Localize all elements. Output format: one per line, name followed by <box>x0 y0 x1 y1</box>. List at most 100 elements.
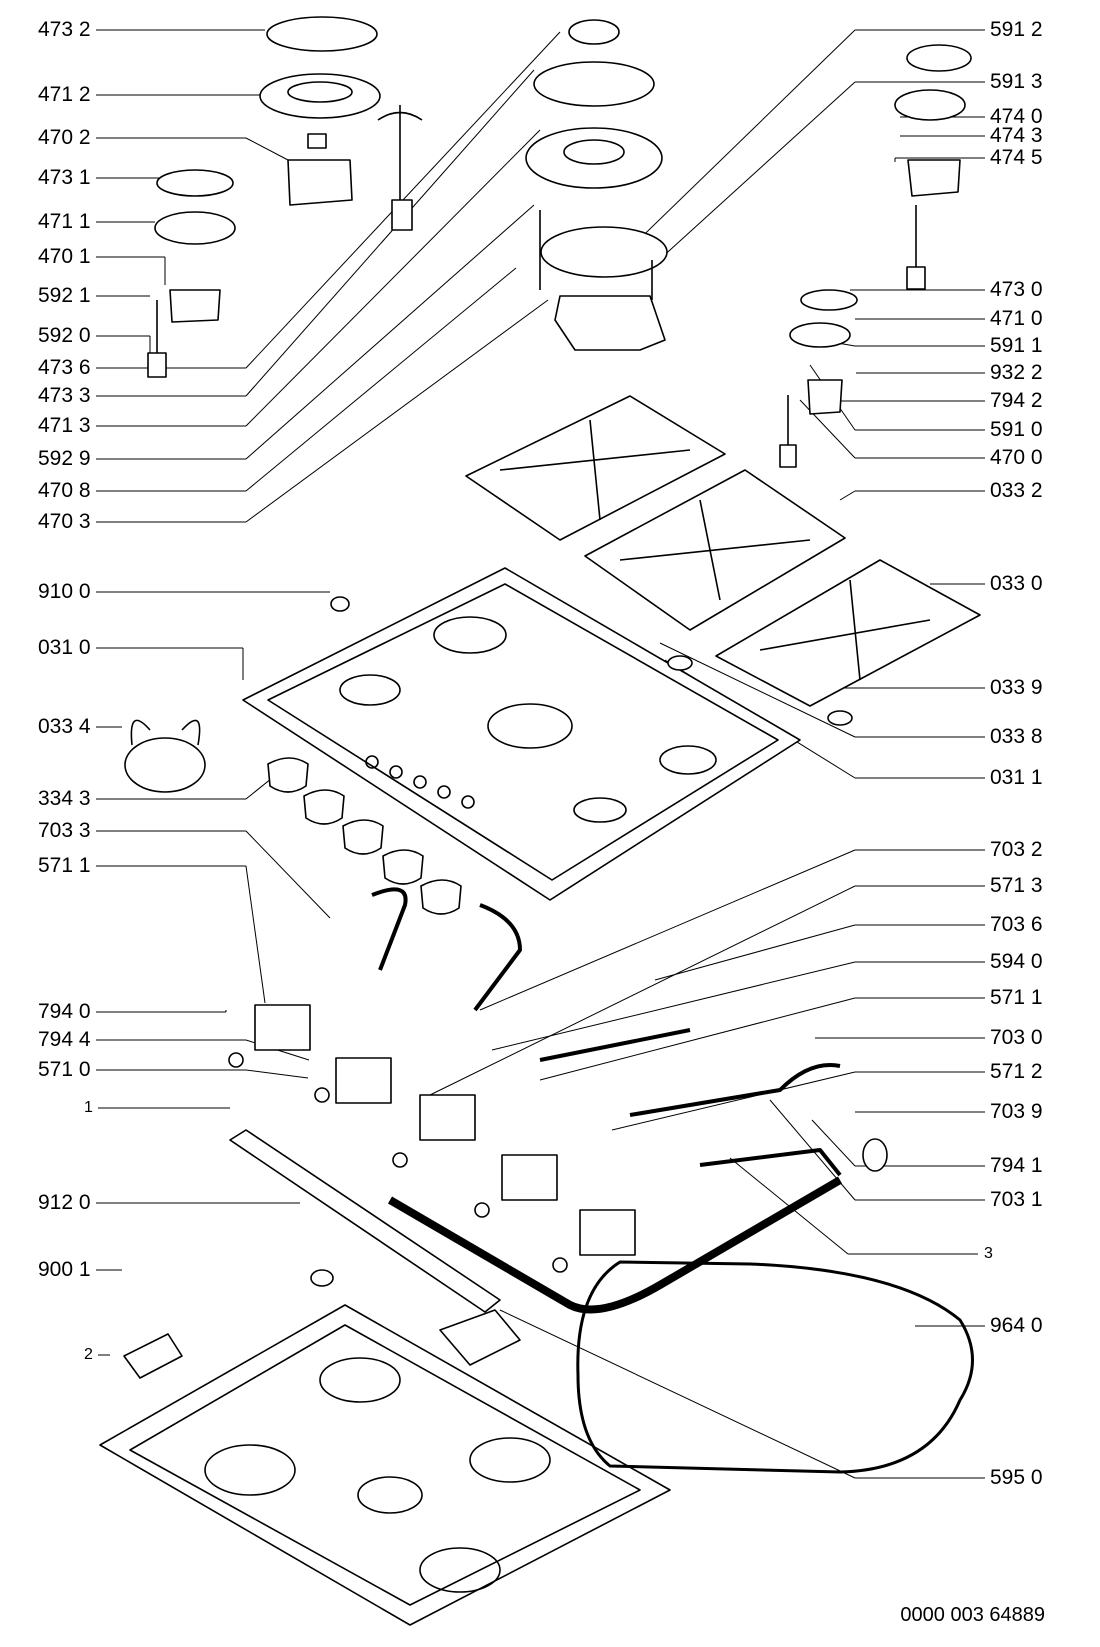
knob-ring-2 <box>827 710 853 726</box>
pan-support-right <box>715 559 981 707</box>
burner-body-small <box>169 289 221 323</box>
part-label: 594 0 <box>990 950 1043 973</box>
leader-line <box>839 490 856 501</box>
hob-burner-hole-1 <box>433 616 507 654</box>
knob-5 <box>420 879 462 915</box>
knob-ring-1 <box>667 655 693 671</box>
part-label: 471 2 <box>38 83 91 106</box>
valve-4 <box>501 1154 558 1201</box>
part-label: 473 6 <box>38 356 91 379</box>
part-label: 571 1 <box>990 986 1043 1009</box>
knob-4 <box>382 849 424 885</box>
part-label: 2 <box>84 1346 93 1363</box>
hose-703-0 <box>629 1063 841 1117</box>
part-label: 592 0 <box>38 324 91 347</box>
burner-body-large <box>287 159 353 206</box>
part-label: 964 0 <box>990 1314 1043 1337</box>
cap-right-mid <box>800 289 858 311</box>
part-label: 571 1 <box>38 854 91 877</box>
part-label: 595 0 <box>990 1466 1043 1489</box>
leader-line <box>245 69 535 397</box>
part-label: 031 1 <box>990 766 1043 789</box>
part-label: 473 2 <box>38 18 91 41</box>
clamp-900 <box>123 1333 183 1379</box>
leader-line <box>654 924 856 981</box>
part-label: 703 2 <box>990 838 1043 861</box>
burner-cap-large <box>266 16 378 52</box>
part-label: 703 9 <box>990 1100 1043 1123</box>
part-label: 571 0 <box>38 1058 91 1081</box>
part-label: 794 0 <box>38 1000 91 1023</box>
part-label: 571 2 <box>990 1060 1043 1083</box>
hose-703-6 <box>539 1028 691 1062</box>
burner-crown-large <box>259 73 381 119</box>
plug-right-mid <box>779 444 797 468</box>
leader-line <box>245 267 517 492</box>
part-label: 473 1 <box>38 166 91 189</box>
igniter-centre <box>539 210 653 300</box>
part-label: 470 2 <box>38 126 91 149</box>
knob-3 <box>342 819 384 855</box>
part-label: 470 0 <box>990 446 1043 469</box>
part-label: 912 0 <box>38 1191 91 1214</box>
leader-lines <box>96 29 985 1479</box>
leader-line <box>499 1309 856 1479</box>
gas-pipe-3 <box>387 1176 843 1314</box>
leader-line <box>647 81 856 271</box>
valve-1 <box>254 1004 311 1051</box>
part-label: 3 <box>984 1245 993 1262</box>
crown-right-top <box>894 89 966 121</box>
elbow-703-9 <box>862 1138 888 1172</box>
part-label: 794 1 <box>990 1154 1043 1177</box>
hob-parts-drawing <box>99 16 981 1626</box>
burner-cap-small <box>156 169 234 197</box>
part-label: 591 1 <box>990 334 1043 357</box>
valve-5 <box>579 1209 636 1256</box>
screw-912 <box>310 1269 334 1287</box>
leader-line <box>811 1119 856 1167</box>
part-label: 033 2 <box>990 479 1043 502</box>
valve-3 <box>419 1094 476 1141</box>
hob-burner-hole-2 <box>339 674 401 706</box>
part-label: 794 2 <box>990 389 1043 412</box>
part-label: 031 0 <box>38 636 91 659</box>
part-label: 471 1 <box>38 210 91 233</box>
hob-burner-hole-4 <box>659 745 717 775</box>
part-label: 471 3 <box>38 414 91 437</box>
leader-line <box>245 1069 309 1079</box>
hob-burner-hole-3 <box>487 703 573 749</box>
hose-703-1 <box>699 1148 842 1177</box>
leader-line <box>245 830 331 919</box>
wok-support <box>124 737 206 793</box>
plug-right-top <box>906 266 926 290</box>
part-label: 474 5 <box>990 146 1043 169</box>
wok-ring-large <box>533 61 655 107</box>
screw-910 <box>330 596 350 612</box>
part-label: 1 <box>84 1099 93 1116</box>
leader-line <box>245 865 266 1004</box>
ignition-unit <box>439 1309 521 1366</box>
leader-line <box>245 204 535 460</box>
part-label: 033 4 <box>38 715 91 738</box>
part-label: 470 8 <box>38 479 91 502</box>
part-label: 473 0 <box>990 278 1043 301</box>
leader-line <box>245 299 549 523</box>
base-tray-2 <box>99 1304 671 1626</box>
part-label: 703 3 <box>38 819 91 842</box>
part-label: 592 1 <box>38 284 91 307</box>
hose-703-2 <box>473 903 522 1012</box>
part-label: 474 3 <box>990 124 1043 147</box>
part-label: 910 0 <box>38 580 91 603</box>
part-label: 703 0 <box>990 1026 1043 1049</box>
wok-ring-small <box>568 19 620 45</box>
part-label: 932 2 <box>990 361 1043 384</box>
part-label: 334 3 <box>38 787 91 810</box>
body-right-mid <box>807 379 843 415</box>
body-right-top <box>907 159 961 197</box>
leader-line <box>539 997 856 1081</box>
part-label: 703 1 <box>990 1188 1043 1211</box>
part-label: 591 3 <box>990 70 1043 93</box>
part-label: 033 9 <box>990 676 1043 699</box>
valve-2 <box>335 1057 392 1104</box>
leader-line <box>479 849 856 1011</box>
